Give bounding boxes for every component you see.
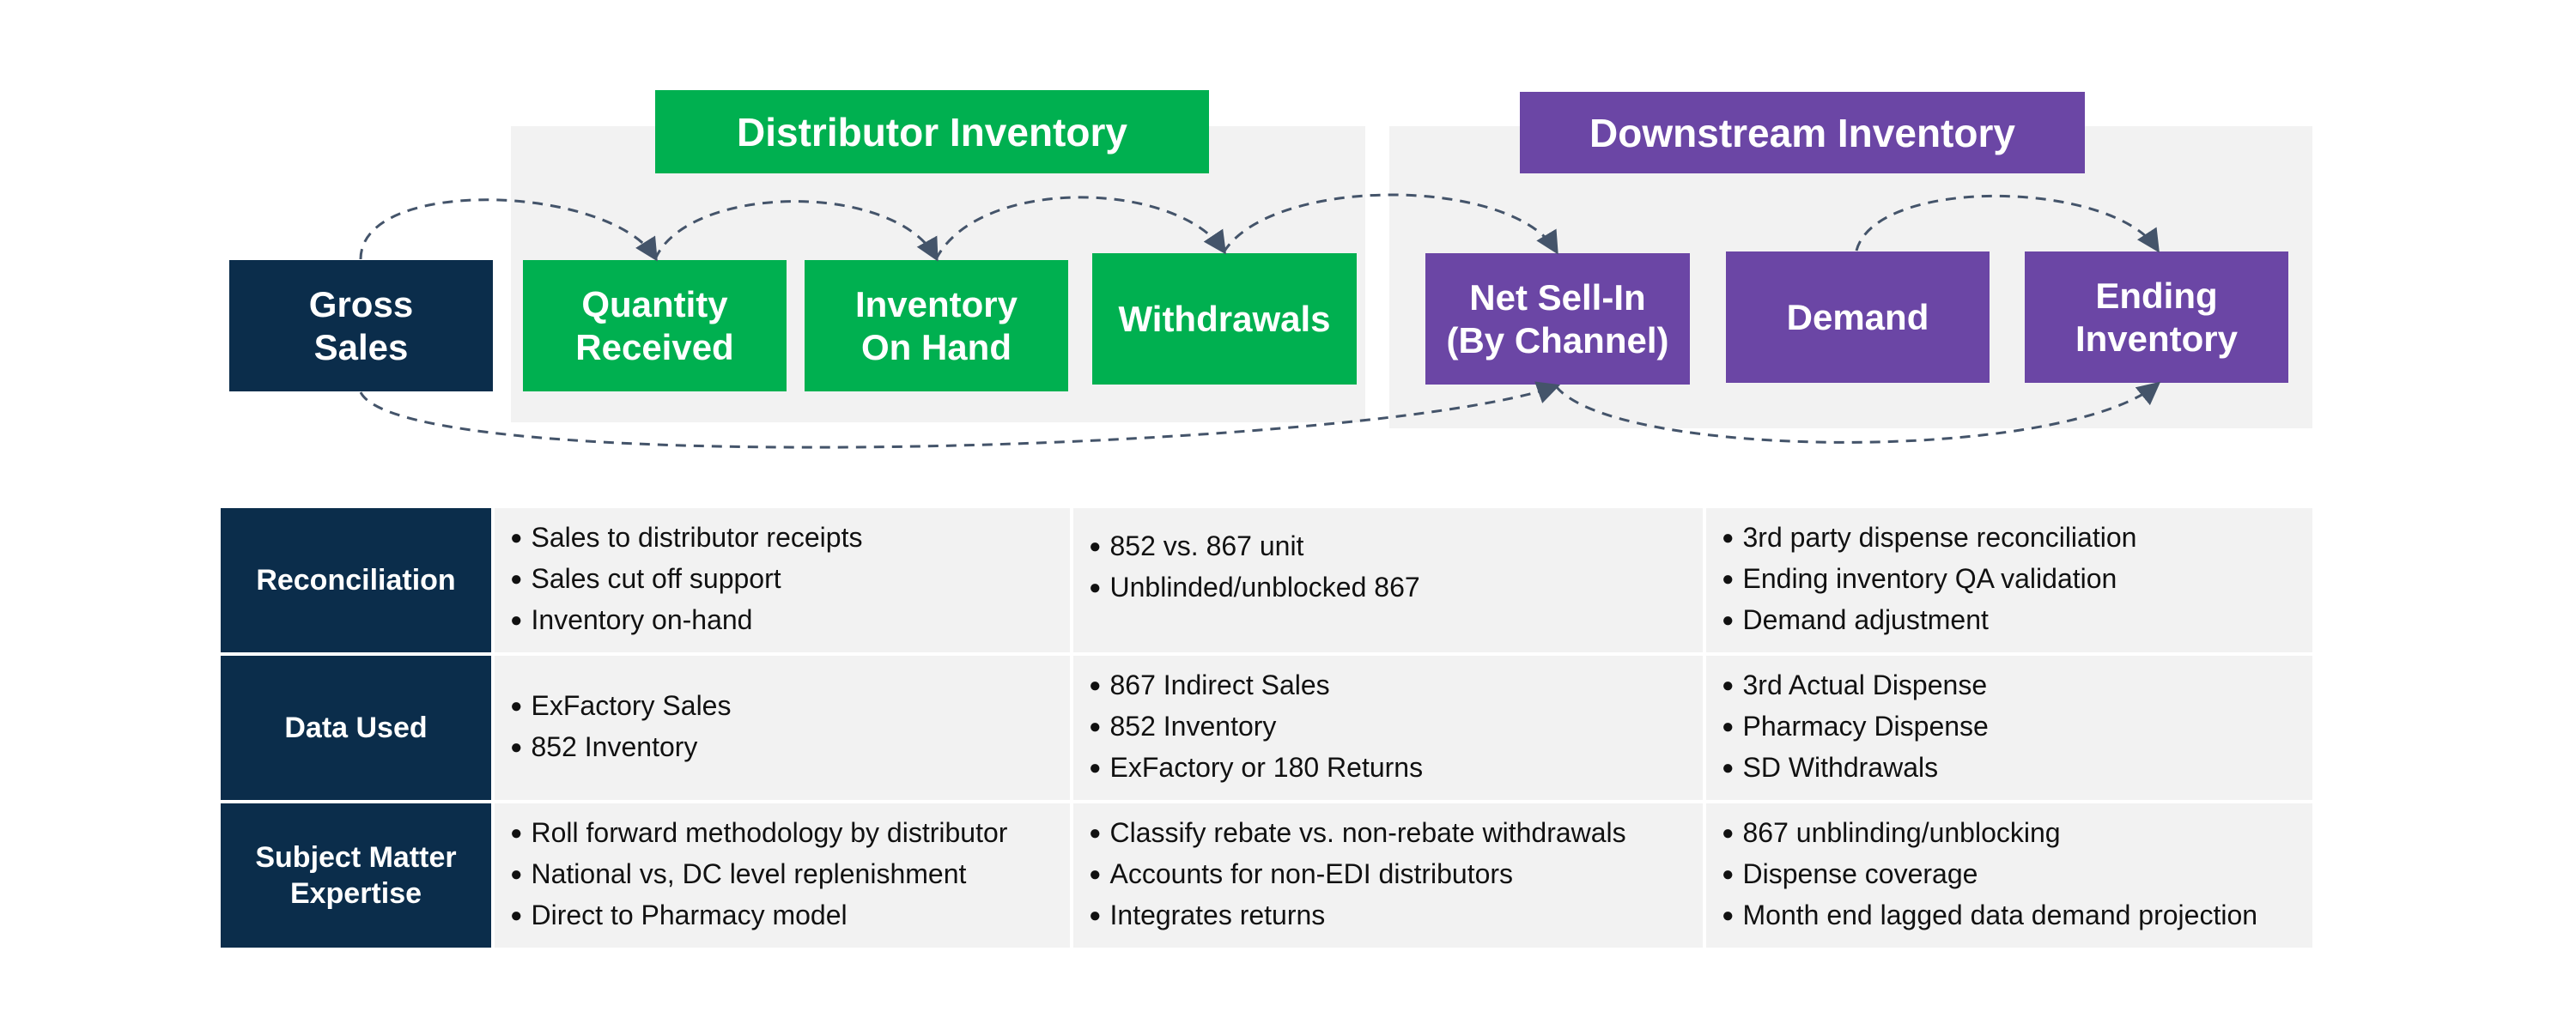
net-sell-in-node: Net Sell-In (By Channel) [1425,253,1690,385]
bullet-item: 867 Indirect Sales [1089,666,1703,707]
row-label-data-used: Data Used [221,656,491,800]
bullet-item: Roll forward methodology by distributor [510,814,1070,855]
bullet-item: 852 Inventory [510,728,1070,769]
bullet-item: 867 unblinding/unblocking [1722,814,2312,855]
bullet-item: Sales to distributor receipts [510,518,1070,560]
bullet-item: 852 vs. 867 unit [1089,527,1703,568]
bullet-item: Direct to Pharmacy model [510,896,1070,937]
arrow-gross-to-quantity [359,198,658,262]
cell-data-used-distributor: ExFactory Sales 852 Inventory [495,656,1070,800]
bullet-item: 3rd party dispense reconciliation [1722,518,2312,560]
arrow-netsellin-to-ending [1554,381,2161,444]
bullet-item: SD Withdrawals [1722,748,2312,790]
bullet-item: Classify rebate vs. non-rebate withdrawa… [1089,814,1703,855]
cell-reconciliation-downstream: 3rd party dispense reconciliation Ending… [1706,508,2312,652]
bullet-item: National vs, DC level replenishment [510,855,1070,896]
ending-inventory-node: Ending Inventory [2025,251,2288,383]
bullet-item: Ending inventory QA validation [1722,560,2312,601]
distributor-inventory-header: Distributor Inventory [655,90,1209,173]
downstream-inventory-header: Downstream Inventory [1520,92,2085,173]
row-label-subject-matter-expertise: Subject Matter Expertise [221,803,491,948]
arrow-quantity-to-onhand [653,200,939,262]
bullet-item: Unblinded/unblocked 867 [1089,568,1703,609]
arrow-withdrawals-to-netsellin [1222,193,1558,255]
bullet-item: Accounts for non-EDI distributors [1089,855,1703,896]
quantity-received-node: Quantity Received [523,260,787,391]
bullet-item: 852 Inventory [1089,707,1703,748]
cell-reconciliation-distributor: Sales to distributor receipts Sales cut … [495,508,1070,652]
row-label-reconciliation: Reconciliation [221,508,491,652]
bullet-item: Integrates returns [1089,896,1703,937]
inventory-on-hand-node: Inventory On Hand [805,260,1068,391]
cell-data-used-downstream: 3rd Actual Dispense Pharmacy Dispense SD… [1706,656,2312,800]
bullet-item: ExFactory or 180 Returns [1089,748,1703,790]
arrow-demand-to-ending [1855,194,2160,253]
bullet-item: ExFactory Sales [510,687,1070,728]
bullet-item: Sales cut off support [510,560,1070,601]
withdrawals-node: Withdrawals [1092,253,1357,385]
bullet-item: Inventory on-hand [510,601,1070,642]
cell-expertise-downstream: 867 unblinding/unblocking Dispense cover… [1706,803,2312,948]
bullet-item: 3rd Actual Dispense [1722,666,2312,707]
cell-reconciliation-channel: 852 vs. 867 unit Unblinded/unblocked 867 [1073,508,1703,652]
cell-expertise-channel: Classify rebate vs. non-rebate withdrawa… [1073,803,1703,948]
cell-expertise-distributor: Roll forward methodology by distributor … [495,803,1070,948]
arrow-onhand-to-withdrawals [934,196,1227,260]
arrow-gross-to-netsellin [359,381,1561,449]
demand-node: Demand [1726,251,1990,383]
bullet-item: Pharmacy Dispense [1722,707,2312,748]
gross-sales-node: Gross Sales [229,260,493,391]
bullet-item: Month end lagged data demand projection [1722,896,2312,937]
cell-data-used-channel: 867 Indirect Sales 852 Inventory ExFacto… [1073,656,1703,800]
bullet-item: Dispense coverage [1722,855,2312,896]
bullet-item: Demand adjustment [1722,601,2312,642]
